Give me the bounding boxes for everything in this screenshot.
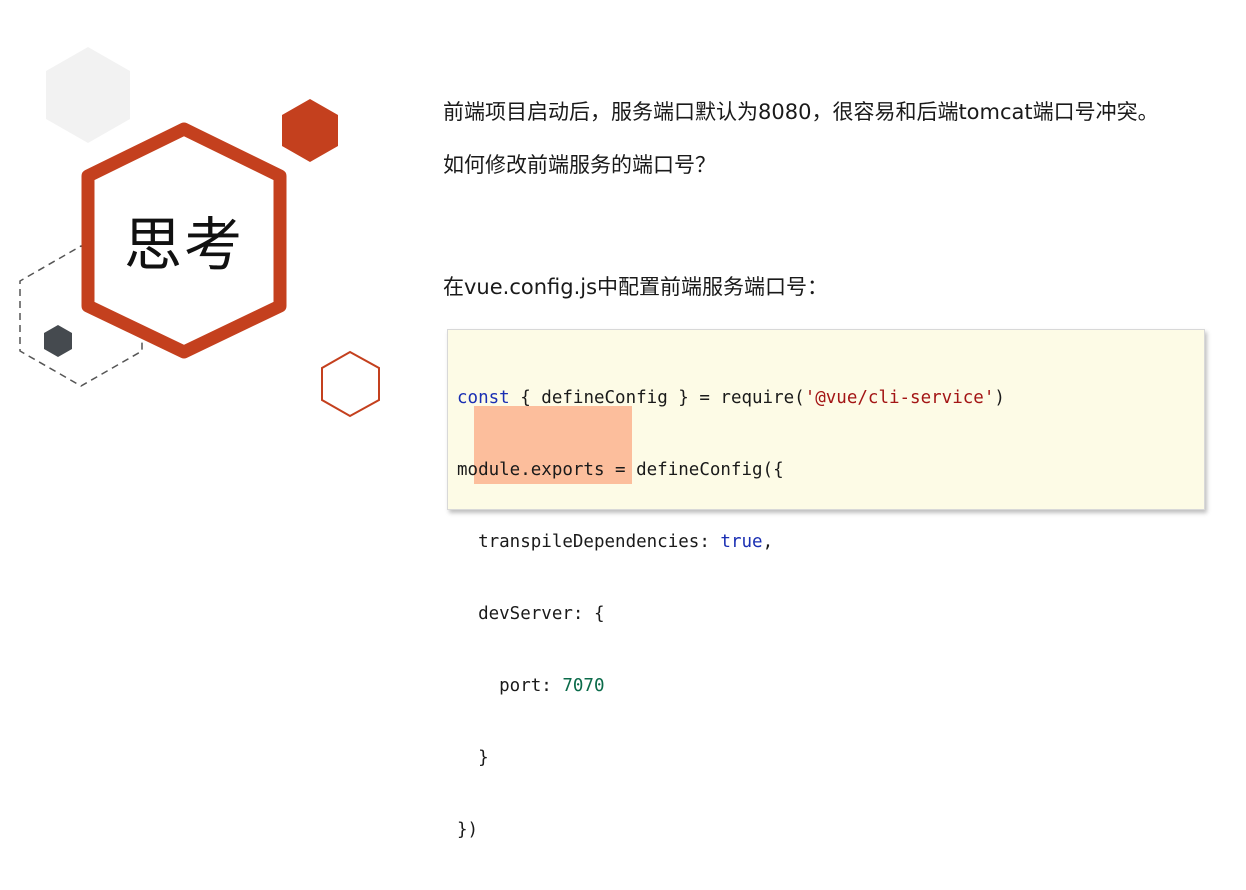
main-orange-hexagon <box>81 122 287 359</box>
code-text: devServer: { <box>457 604 605 624</box>
outlined-orange-hexagon <box>321 350 380 418</box>
config-hint: 在vue.config.js中配置前端服务端口号： <box>443 275 829 299</box>
code-string: '@vue/cli-service' <box>804 388 995 408</box>
code-line-1: const { defineConfig } = require('@vue/c… <box>457 386 1005 410</box>
code-text: }) <box>457 820 479 840</box>
code-content: const { defineConfig } = require('@vue/c… <box>457 338 1005 890</box>
code-text: ) <box>994 388 1005 408</box>
code-text: , <box>762 532 774 552</box>
question-line-1: 前端项目启动后，服务端口默认为8080，很容易和后端tomcat端口号冲突。 <box>443 100 1159 124</box>
code-number: 7070 <box>562 676 605 696</box>
think-badge-label: 思考 <box>123 211 244 279</box>
dashed-hexagon <box>19 245 143 387</box>
code-keyword: true <box>720 532 763 552</box>
question-line-2: 如何修改前端服务的端口号？ <box>443 153 716 177</box>
light-gray-hexagon <box>46 47 130 143</box>
code-line-4: devServer: { <box>457 602 1005 626</box>
decorative-hexagons <box>19 47 380 418</box>
filled-orange-hexagon <box>282 99 338 162</box>
dark-small-hexagon <box>44 325 72 357</box>
code-text: { defineConfig } = require( <box>509 388 805 408</box>
code-line-2: module.exports = defineConfig({ <box>457 458 1005 482</box>
code-line-7: }) <box>457 818 1005 842</box>
devserver-highlight <box>474 406 632 484</box>
code-text: } <box>457 748 489 768</box>
code-line-3: transpileDependencies: true, <box>457 530 1005 554</box>
code-block: const { defineConfig } = require('@vue/c… <box>447 329 1205 840</box>
code-text: module.exports = defineConfig({ <box>457 460 784 480</box>
code-text: transpileDependencies: <box>457 532 721 552</box>
code-text: port: <box>457 676 563 696</box>
code-keyword: const <box>457 388 510 408</box>
code-line-5: port: 7070 <box>457 674 1005 698</box>
code-line-6: } <box>457 746 1005 770</box>
